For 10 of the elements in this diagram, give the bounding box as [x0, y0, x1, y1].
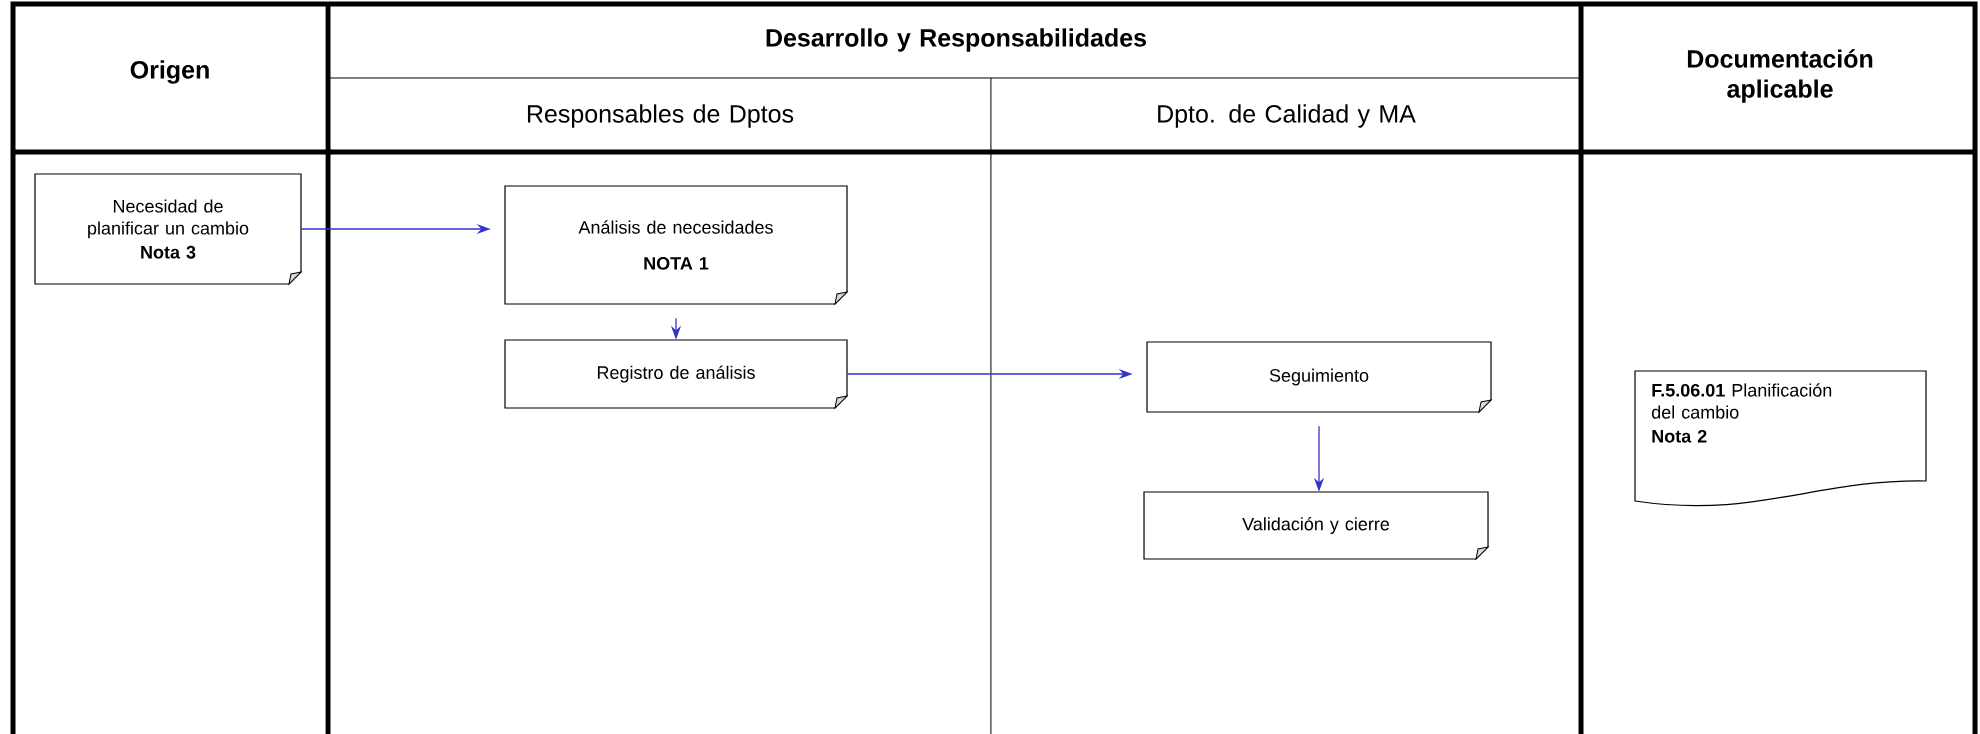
process-box: Registro de análisis [504, 339, 848, 409]
process-box: Análisis de necesidades NOTA 1 [504, 185, 848, 305]
process-box: Seguimiento [1146, 341, 1492, 413]
process-box: Validación y cierre [1143, 491, 1489, 560]
header-text: Origen [130, 60, 209, 84]
process-box: Necesidad de planificar un cambio Nota 3 [34, 173, 302, 285]
header-text: Desarrollo y Responsabilidades [766, 28, 1146, 52]
header-text: Dpto. de Calidad y MA [1158, 104, 1416, 128]
header-text: Documentación aplicable [1687, 49, 1873, 103]
header-text: Responsables de Dptos [527, 104, 794, 128]
